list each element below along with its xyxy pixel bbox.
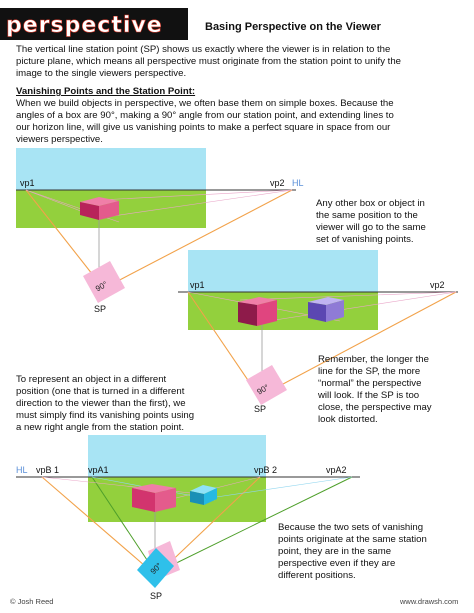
box-top <box>238 297 277 305</box>
box-right-face <box>99 201 119 220</box>
box-left-face <box>190 491 204 505</box>
page-title: Basing Perspective on the Viewer <box>205 21 381 33</box>
box-top <box>80 197 119 206</box>
note-line: the same position to the <box>316 210 418 221</box>
sp-label: SP <box>150 591 163 601</box>
diagram-2: 90° <box>178 250 458 405</box>
sp-square-front <box>137 548 174 588</box>
note-line: points originate at the same station <box>278 534 427 545</box>
section-line: our horizon line, will give us vanishing… <box>16 122 391 133</box>
vp1-label: vp1 <box>190 280 205 290</box>
vpa1-label: vpA1 <box>88 465 109 475</box>
note-line: close, the perspective may <box>318 402 432 413</box>
sp-square <box>83 261 125 303</box>
sp-label: SP <box>254 404 267 414</box>
note-line: direction to the viewer than the first),… <box>16 398 186 409</box>
intro-line: The vertical line station point (SP) sho… <box>16 44 391 55</box>
note-line: Remember, the longer the <box>318 354 429 365</box>
box-top <box>308 297 344 305</box>
diagram-1: 90° <box>16 148 296 303</box>
note-line: set of vanishing points. <box>316 234 414 245</box>
note-same-station-point: Because the two sets of vanishing points… <box>278 522 468 582</box>
box-top <box>132 484 176 493</box>
sky-area <box>16 148 206 190</box>
logo-text: perspective <box>6 13 163 39</box>
note-line: point, they are in the same <box>278 546 392 557</box>
note-line: viewer will go to the same <box>316 222 426 233</box>
note-line: line for the SP, the more <box>318 366 421 377</box>
section-paragraph: When we build objects in perspective, we… <box>16 98 468 146</box>
intro-paragraph: The vertical line station point (SP) sho… <box>16 44 466 80</box>
vp2-label: vp2 <box>270 178 285 188</box>
section-line: angles of a box are 90°, making a 90° an… <box>16 110 394 121</box>
intro-line: image to the single viewers perspective. <box>16 68 187 79</box>
section-line: viewers perspective. <box>16 134 103 145</box>
box-left-face <box>308 302 326 322</box>
note-sp-length: Remember, the longer the line for the SP… <box>318 354 468 426</box>
box-right-face <box>257 300 277 326</box>
hl-label: HL <box>16 465 28 475</box>
box-left-face <box>132 488 155 512</box>
note-line: perspective even if they are <box>278 558 396 569</box>
note-line: different positions. <box>278 570 356 581</box>
ground-area <box>88 477 266 522</box>
box-right-face <box>155 488 176 512</box>
note-different-position: To represent an object in a different po… <box>16 374 226 434</box>
box-top <box>190 485 217 494</box>
sky-area <box>88 435 266 477</box>
note-line: Any other box or object in <box>316 198 425 209</box>
sp-label: SP <box>94 304 107 314</box>
note-line: To represent an object in a different <box>16 374 167 385</box>
note-line: Because the two sets of vanishing <box>278 522 424 533</box>
section-line: When we build objects in perspective, we… <box>16 98 394 109</box>
note-line: must simply find its vanishing points us… <box>16 410 195 421</box>
sky-area <box>188 250 378 292</box>
note-line: a new right angle from the station point… <box>16 422 184 433</box>
intro-line: picture plane, which means all perspecti… <box>16 56 402 67</box>
vp1-label: vp1 <box>20 178 35 188</box>
section-heading: Vanishing Points and the Station Point: <box>16 86 196 97</box>
footer-website: www.drawsh.com <box>400 597 459 606</box>
vpb1-label: vpB 1 <box>36 465 60 475</box>
box-left-face <box>80 202 99 220</box>
vpb2-label: vpB 2 <box>254 465 278 475</box>
logo-banner: perspective <box>0 8 188 40</box>
box-left-face <box>238 302 257 326</box>
box-right-face <box>326 300 344 322</box>
hl-label: HL <box>292 178 304 188</box>
footer-author: © Josh Reed <box>10 597 54 606</box>
note-line: look distorted. <box>318 414 378 425</box>
note-same-vanishing-points: Any other box or object in the same posi… <box>316 198 466 246</box>
note-line: position (one that is turned in a differ… <box>16 386 185 397</box>
vpa2-label: vpA2 <box>326 465 347 475</box>
diagram-3: 90° <box>16 435 360 588</box>
note-line: “normal” the perspective <box>318 378 422 389</box>
note-line: will look. If the SP is too <box>318 390 420 401</box>
vp2-label: vp2 <box>430 280 445 290</box>
sp-square <box>246 365 287 405</box>
box-right-face <box>204 488 217 505</box>
